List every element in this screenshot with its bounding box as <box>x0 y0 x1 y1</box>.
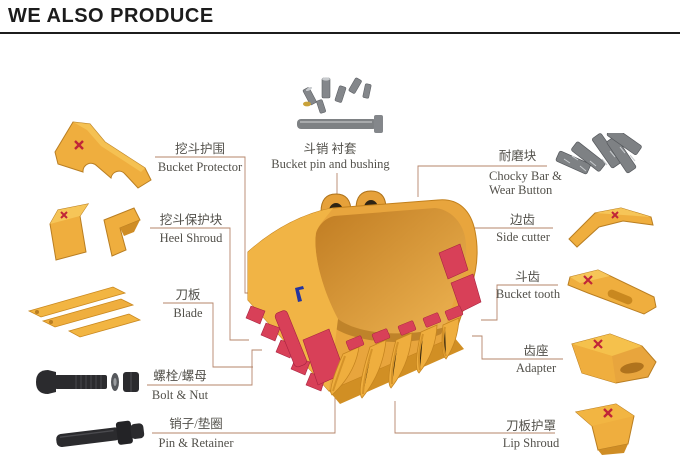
label-blade-zh: 刀板 <box>175 288 201 302</box>
label-bucket-protector-en: Bucket Protector <box>157 160 243 174</box>
bucket-protector-image <box>54 121 152 189</box>
excavator-bucket-image <box>245 190 482 404</box>
bucket-tooth-image <box>567 269 657 315</box>
bucket-logo <box>295 286 304 302</box>
bolt-nut-image <box>36 370 139 394</box>
pin-retainer-image <box>56 420 145 447</box>
label-bucket-tooth-en: Bucket tooth <box>495 287 561 301</box>
blade-image <box>27 286 142 338</box>
label-bucket-protector-zh: 挖斗护围 <box>174 142 225 156</box>
label-adapter-zh: 齿座 <box>523 344 549 358</box>
label-lip-shroud-en: Lip Shroud <box>502 436 560 450</box>
bucket-pin-bushing-image <box>297 77 383 133</box>
label-heel-shroud-zh: 挖斗保护块 <box>159 213 223 227</box>
label-lip-shroud-zh: 刀板护罩 <box>505 419 556 433</box>
label-bolt-nut-en: Bolt & Nut <box>151 388 209 402</box>
tooth-adapter-caps <box>345 305 464 351</box>
heel-shroud-image <box>49 203 141 261</box>
label-bucket-pin-bushing-zh: 斗销 衬套 <box>303 142 357 156</box>
label-side-cutter-en: Side cutter <box>496 230 550 244</box>
label-adapter-en: Adapter <box>515 361 557 375</box>
bucket-wear-parts <box>245 243 482 392</box>
page-title: WE ALSO PRODUCE <box>8 5 214 27</box>
label-bucket-tooth-zh: 斗齿 <box>514 270 540 284</box>
label-chocky-bar-en: Chocky Bar & Wear Button <box>489 169 562 197</box>
label-bolt-nut-zh: 螺栓/螺母 <box>153 369 207 383</box>
label-blade-en: Blade <box>173 306 203 320</box>
label-heel-shroud-en: Heel Shroud <box>159 231 223 245</box>
chocky-bar-image <box>555 133 642 175</box>
title-rule <box>0 32 680 34</box>
adapter-image <box>571 333 657 384</box>
lip-shroud-image <box>574 403 635 455</box>
side-cutter-image <box>568 207 654 248</box>
label-chocky-bar-zh: 耐磨块 <box>498 149 537 163</box>
label-pin-retainer-en: Pin & Retainer <box>158 436 234 450</box>
label-bucket-pin-bushing-en: Bucket pin and bushing <box>271 157 390 171</box>
label-side-cutter-zh: 边齿 <box>509 213 535 227</box>
label-pin-retainer-zh: 销子/垫圈 <box>169 417 223 431</box>
